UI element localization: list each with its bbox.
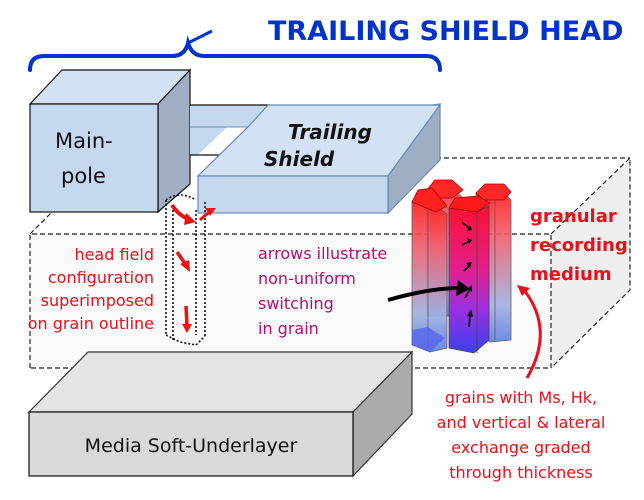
annotation-line: on grain outline bbox=[28, 314, 154, 333]
spin-arrow-icon bbox=[464, 288, 471, 299]
yoke-arm bbox=[190, 104, 270, 156]
field-arrow-icon bbox=[205, 208, 216, 216]
annotation-line: through thickness bbox=[449, 463, 593, 482]
title-group: TRAILING SHIELD HEAD bbox=[28, 16, 623, 72]
grains-curved-arrow bbox=[517, 285, 542, 379]
field-arrow-icon bbox=[184, 213, 196, 225]
annotation-line: superimposed bbox=[41, 291, 154, 310]
annotation-line: in grain bbox=[258, 319, 319, 338]
field-arrow-icon bbox=[182, 324, 192, 333]
soft-underlayer-block: Media Soft-Underlayer bbox=[27, 350, 414, 478]
spin-arrow-icon bbox=[467, 309, 473, 317]
magnetization-arrows bbox=[461, 221, 473, 328]
main-pole-label-2: pole bbox=[61, 164, 106, 188]
spin-arrow-icon bbox=[466, 262, 472, 268]
grain-column bbox=[411, 187, 448, 353]
pointer-arrow bbox=[387, 280, 470, 302]
spin-arrow-icon bbox=[468, 314, 471, 328]
field-arrow-icon bbox=[180, 260, 190, 272]
spin-arrow-icon bbox=[467, 225, 472, 231]
spin-arrow-icon bbox=[461, 221, 470, 229]
grain-outline bbox=[165, 194, 206, 346]
medium-label: granular recording medium bbox=[530, 206, 628, 285]
brace-leader-line bbox=[187, 29, 213, 45]
title-brace bbox=[28, 35, 442, 72]
grain-column-front bbox=[448, 195, 491, 354]
annotation-line: arrows illustrate bbox=[258, 244, 387, 263]
main-pole-label-1: Main- bbox=[55, 129, 113, 153]
grains-annotation: grains with Ms, Hk, and vertical & later… bbox=[437, 388, 606, 482]
medium-label-line: granular bbox=[530, 206, 617, 227]
pointer-arrow-icon bbox=[456, 280, 470, 296]
trailing-shield-label-1: Trailing bbox=[288, 120, 372, 144]
switching-annotation: arrows illustrate non-uniform switching … bbox=[258, 244, 387, 338]
annotation-line: grains with Ms, Hk, bbox=[445, 388, 597, 407]
medium-label-line: medium bbox=[530, 264, 612, 285]
annotation-line: switching bbox=[258, 294, 334, 313]
medium-label-line: recording bbox=[530, 235, 628, 256]
curved-arrow-head-icon bbox=[517, 285, 530, 296]
title-text: TRAILING SHIELD HEAD bbox=[268, 16, 623, 47]
annotation-line: non-uniform bbox=[258, 269, 356, 288]
field-arrow-icon bbox=[184, 305, 189, 327]
spin-arrow-icon bbox=[467, 285, 472, 292]
spin-arrow-icon bbox=[467, 238, 472, 244]
head-field-annotation: head field configuration superimposed on… bbox=[28, 245, 154, 333]
annotation-line: exchange graded bbox=[451, 438, 590, 457]
trailing-shield-block: Trailing Shield bbox=[196, 103, 442, 215]
underlayer-label: Media Soft-Underlayer bbox=[85, 435, 298, 457]
annotation-line: head field bbox=[74, 245, 154, 264]
main-pole-block: Main- pole bbox=[28, 68, 192, 214]
trailing-shield-label-2: Shield bbox=[264, 147, 335, 171]
annotation-line: configuration bbox=[48, 268, 154, 287]
grain-cluster bbox=[411, 179, 512, 354]
annotation-line: and vertical & lateral bbox=[437, 413, 606, 432]
head-field-arrows bbox=[170, 203, 216, 333]
